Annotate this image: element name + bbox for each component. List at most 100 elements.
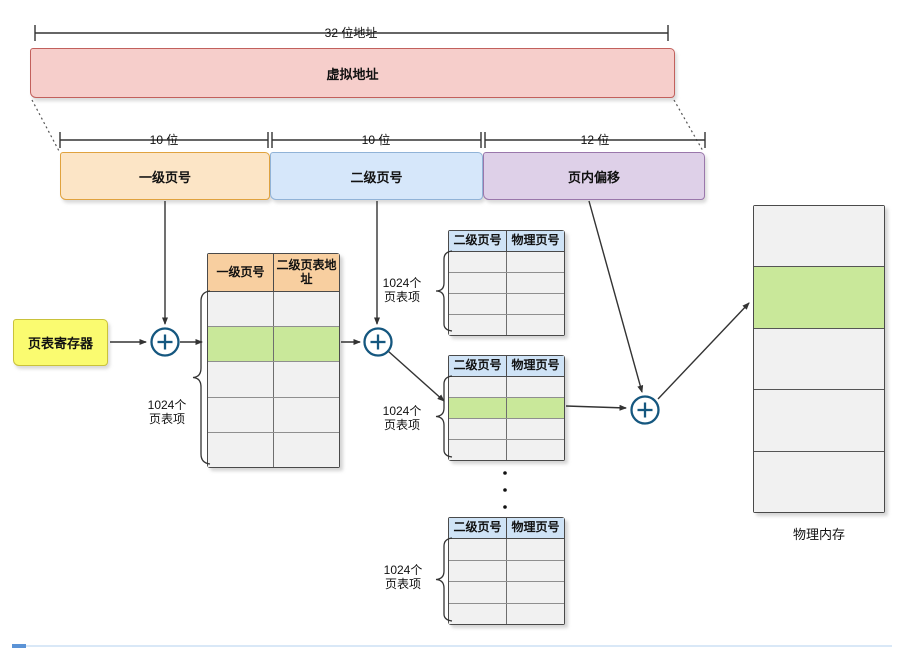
table-cell: [506, 539, 564, 560]
table-row: [208, 292, 339, 327]
table-row-highlighted: [449, 397, 564, 419]
table-cell: [506, 582, 564, 603]
memory-row: [754, 450, 884, 512]
table-row: [208, 361, 339, 397]
physical-memory-label: 物理内存: [792, 527, 845, 542]
table-cell: [506, 419, 564, 440]
level2-page-table-bottom: 二级页号物理页号: [448, 517, 565, 626]
entry-count-line2: 页表项: [148, 412, 185, 426]
table-row: [449, 377, 564, 398]
table-cell: [449, 315, 506, 335]
table-cell: [208, 327, 273, 361]
table-header-row: 二级页号物理页号: [449, 231, 564, 252]
table-cell: [506, 603, 564, 625]
table-header-row: 一级页号二级页表地址: [208, 254, 339, 292]
table-row: [449, 271, 564, 293]
table-cell: [273, 362, 339, 397]
table-cell: [208, 398, 273, 432]
page-table-register-box: 页表寄存器: [13, 319, 108, 366]
table-header-row: 二级页号物理页号: [449, 518, 564, 539]
table-cell: [208, 292, 273, 326]
table-header-cell: 二级页号: [449, 518, 506, 538]
table-header-cell: 物理页号: [506, 518, 564, 538]
level2-page-table-middle: 二级页号物理页号: [448, 355, 565, 462]
entry-count-label-table4: 1024个 页表项: [371, 563, 435, 591]
table-row: [449, 313, 564, 335]
table-row: [449, 539, 564, 560]
arrow-adder3-to-memory: [657, 302, 750, 400]
table-row: [449, 418, 564, 440]
table-cell: [449, 252, 506, 272]
arrow-table3-to-adder3: [565, 404, 627, 411]
entry-count-line2: 页表项: [383, 290, 420, 304]
level2-page-table-top: 二级页号物理页号: [448, 230, 565, 336]
table-header-cell: 二级页号: [449, 356, 506, 376]
table-cell: [449, 419, 506, 439]
memory-row: [754, 389, 884, 451]
table-row: [208, 396, 339, 432]
table-cell: [449, 294, 506, 314]
memory-row: [754, 206, 884, 267]
memory-row: [754, 327, 884, 390]
table-row-highlighted: [208, 326, 339, 362]
segment-level1-page-number: 一级页号: [60, 152, 270, 200]
level1-page-table: 一级页号二级页表地址: [207, 253, 340, 468]
entry-count-label-table1: 1024个 页表项: [134, 398, 200, 426]
measure-10bit-label-2: 10 位: [361, 133, 391, 147]
table-header-cell: 二级页号: [449, 231, 506, 251]
table-row: [449, 252, 564, 272]
entry-count-line1: 1024个: [382, 404, 422, 418]
plus-circle-icon-1: [150, 327, 180, 357]
table-cell: [449, 582, 506, 603]
table-cell: [506, 560, 564, 582]
table-cell: [273, 432, 339, 467]
measure-32bit-label: 32 位地址: [324, 26, 378, 40]
segment-page-offset: 页内偏移: [483, 152, 705, 200]
measure-12bit-label: 12 位: [580, 133, 610, 147]
table-header-cell: 二级页表地址: [273, 254, 339, 291]
table-row: [449, 292, 564, 314]
table-cell: [208, 433, 273, 467]
plus-circle-icon-3: [630, 395, 660, 425]
table-cell: [449, 604, 506, 625]
table-row: [449, 581, 564, 603]
table-cell: [449, 539, 506, 560]
ellipsis-dots-icon: [503, 471, 507, 509]
table-cell: [506, 398, 564, 419]
segment-level2-page-number: 二级页号: [270, 152, 483, 200]
entry-count-line1: 1024个: [147, 398, 187, 412]
table-cell: [449, 440, 506, 460]
virtual-address-box: 虚拟地址: [30, 48, 675, 98]
table-cell: [449, 561, 506, 582]
entry-count-line2: 页表项: [384, 577, 421, 591]
table-cell: [273, 292, 339, 327]
table-header-cell: 物理页号: [506, 231, 564, 251]
flow-arrows: [110, 200, 750, 411]
arrow-offset-to-adder3: [588, 200, 644, 393]
measure-10bit-label-1: 10 位: [149, 133, 179, 147]
table-cell: [273, 397, 339, 432]
table-cell: [449, 273, 506, 293]
arrow-adder2-to-table3: [387, 350, 445, 402]
table-header-cell: 一级页号: [208, 254, 273, 291]
entry-count-line1: 1024个: [383, 563, 423, 577]
entry-count-label-table3: 1024个 页表项: [370, 404, 434, 432]
bottom-divider-bar: [12, 645, 892, 647]
table-cell: [506, 377, 564, 398]
table-cell: [449, 398, 506, 418]
table-header-cell: 物理页号: [506, 356, 564, 376]
table-cell: [506, 293, 564, 314]
entry-count-line2: 页表项: [383, 418, 420, 432]
table-cell: [506, 252, 564, 272]
physical-memory-column: [753, 205, 885, 513]
table-row: [208, 431, 339, 467]
memory-row-highlighted: [754, 266, 884, 328]
plus-circle-icon-2: [363, 327, 393, 357]
table-cell: [506, 440, 564, 461]
table-cell: [506, 272, 564, 293]
table-cell: [273, 327, 339, 362]
table-row: [449, 439, 564, 461]
table-cell: [506, 314, 564, 335]
bottom-divider-accent: [12, 644, 26, 648]
